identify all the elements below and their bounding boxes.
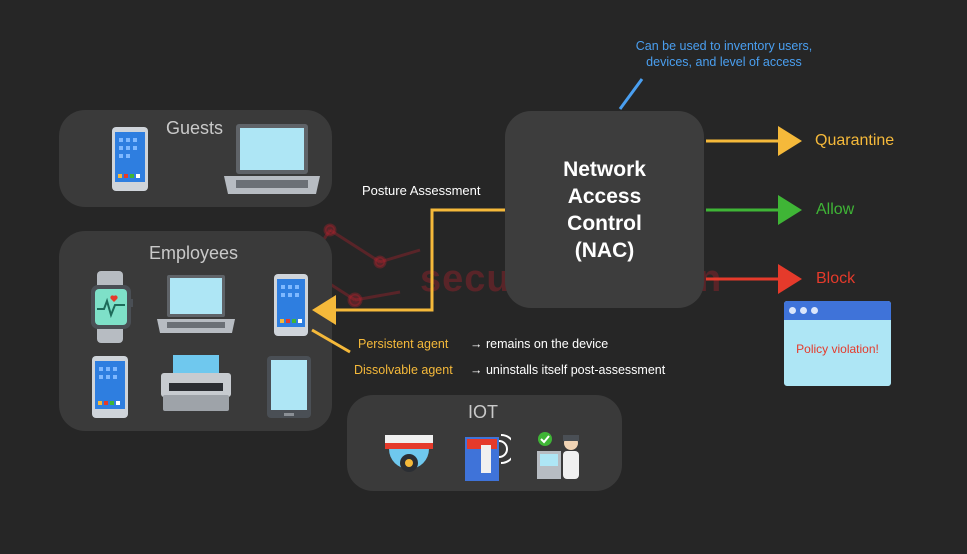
phone-icon (274, 274, 308, 336)
smart-lock-icon (465, 434, 511, 481)
window-title-bar (784, 301, 891, 320)
persistent-agent-label: Persistent agent (358, 337, 449, 351)
laptop-icon (157, 275, 235, 333)
guests-group: Guests (59, 110, 332, 207)
posture-assessment-arrow (312, 208, 505, 325)
policy-violation-window: Policy violation! (784, 301, 891, 386)
window-dot-icon (789, 307, 796, 314)
agent-pointer-line (311, 328, 351, 354)
tablet-icon (267, 356, 311, 418)
smartwatch-icon (91, 271, 133, 343)
employees-group: Employees (59, 231, 332, 431)
guests-title: Guests (166, 118, 224, 138)
iot-group: IOT (347, 395, 622, 491)
note-pointer-line (618, 78, 644, 110)
nac-box: Network Access Control (NAC) (505, 111, 704, 308)
inventory-note: Can be used to inventory users, devices,… (635, 39, 813, 69)
dissolvable-agent-desc: → uninstalls itself post-assessment (470, 363, 666, 377)
phone-icon (112, 127, 148, 191)
kiosk-terminal-icon (537, 432, 579, 479)
laptop-icon (224, 124, 320, 194)
security-camera-icon (385, 435, 433, 472)
iot-title: IOT (468, 402, 498, 422)
outcome-allow-label: Allow (816, 201, 855, 218)
employees-title: Employees (149, 243, 239, 263)
window-dot-icon (800, 307, 807, 314)
nac-title: Network Access Control (NAC) (563, 157, 646, 262)
outcome-quarantine-label: Quarantine (815, 132, 895, 149)
dissolvable-agent-label: Dissolvable agent (354, 363, 453, 377)
window-dot-icon (811, 307, 818, 314)
persistent-agent-desc: → remains on the device (470, 337, 609, 351)
outcome-block-label: Block (816, 270, 856, 287)
phone-icon (92, 356, 128, 418)
policy-violation-text: Policy violation! (796, 342, 879, 356)
printer-icon (161, 355, 231, 411)
posture-assessment-label: Posture Assessment (362, 183, 481, 198)
